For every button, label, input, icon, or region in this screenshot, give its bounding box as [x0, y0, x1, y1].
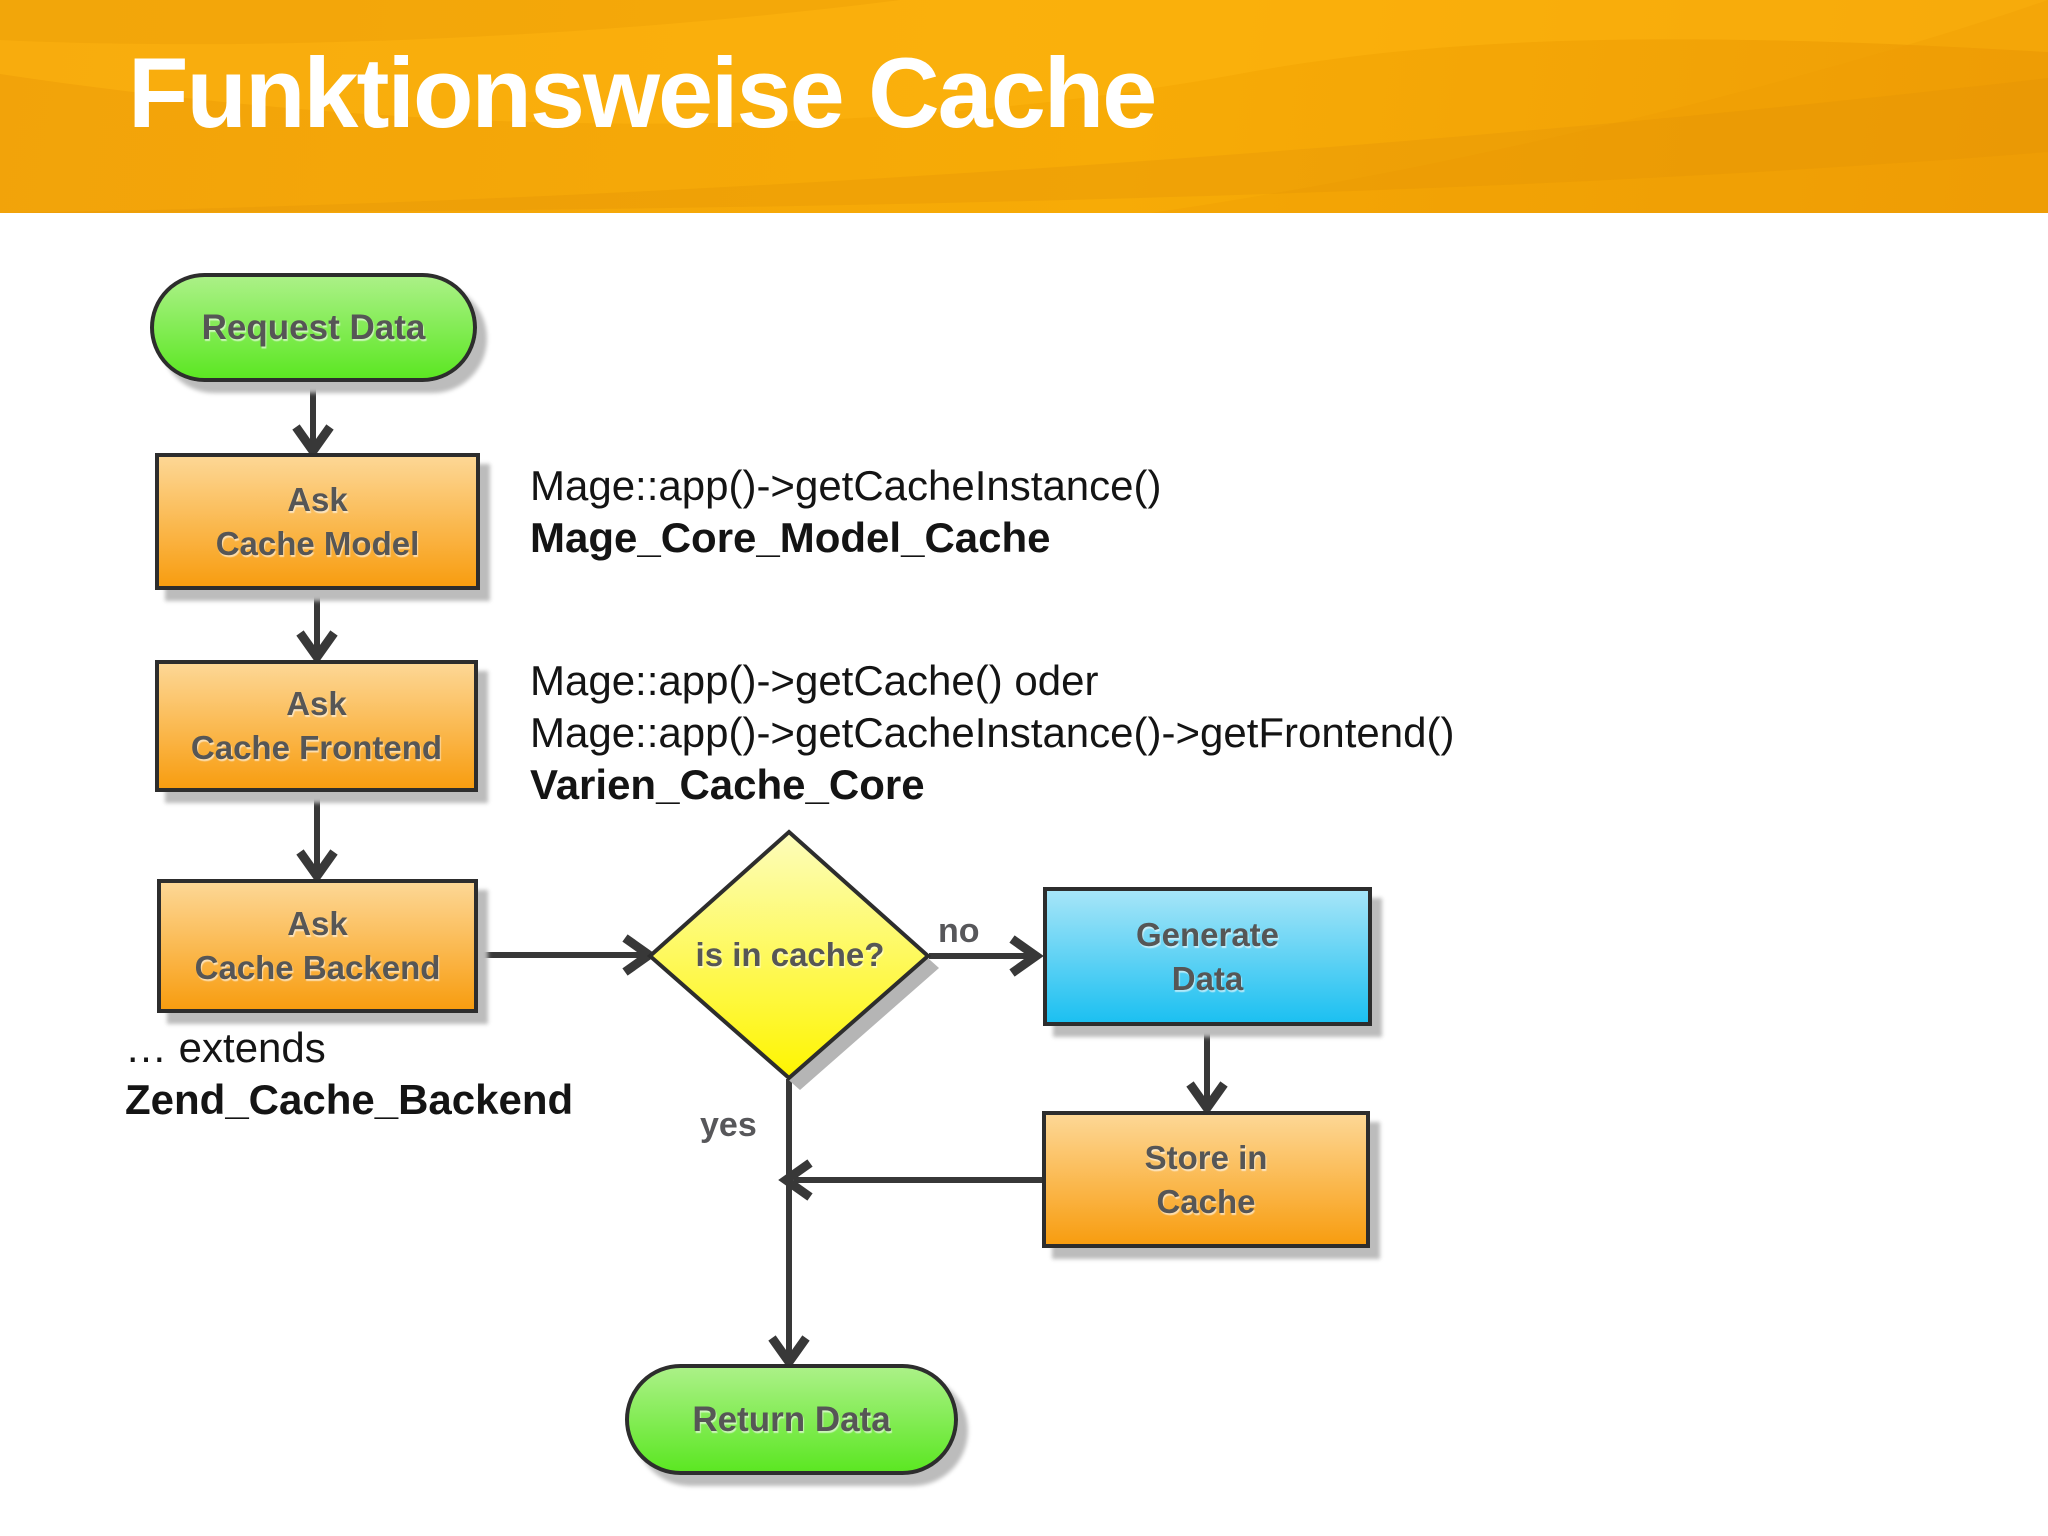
annotation-line-classname: Zend_Cache_Backend [125, 1076, 574, 1123]
node-label-line2: Cache [1156, 1182, 1256, 1220]
node-label-line1: Ask [287, 480, 348, 518]
node-label-line2: Data [1171, 959, 1244, 997]
annotation-line: Mage::app()->getCacheInstance() [530, 462, 1162, 509]
annotation-line-classname: Mage_Core_Model_Cache [530, 514, 1051, 561]
node-label-line1: Ask [286, 685, 347, 722]
annotation-line: Mage::app()->getCache() oder [530, 657, 1099, 704]
annotation-cache-backend: … extends Zend_Cache_Backend [125, 1022, 573, 1126]
node-label: Request Data [201, 307, 426, 347]
node-label-line1: Generate [1135, 915, 1280, 953]
slide-title: Funktionsweise Cache [128, 37, 1157, 148]
node-label: is in cache? [695, 936, 885, 973]
node-store-in-cache: Store in Cache [1042, 1111, 1370, 1248]
annotation-line: … extends [125, 1024, 326, 1071]
annotation-cache-model: Mage::app()->getCacheInstance() Mage_Cor… [530, 460, 1162, 564]
node-generate-data: Generate Data [1043, 887, 1372, 1026]
node-request-data: Request Data [150, 273, 477, 382]
edge-label-no: no [938, 912, 980, 950]
decision-diamond [646, 829, 939, 1090]
annotation-cache-frontend: Mage::app()->getCache() oder Mage::app()… [530, 655, 1454, 811]
node-label-line1: Store in [1144, 1138, 1268, 1176]
header-swoosh-decoration [0, 0, 2048, 213]
node-is-in-cache-label: is in cache? [650, 830, 930, 1080]
edge-label-yes: yes [700, 1106, 757, 1144]
node-label-line1: Ask [287, 905, 348, 942]
node-label-line2: Cache Backend [194, 949, 441, 986]
node-label-line2: Cache Model [215, 524, 420, 562]
node-ask-cache-frontend: Ask Cache Frontend [155, 660, 478, 792]
node-ask-cache-backend: Ask Cache Backend [157, 879, 478, 1013]
annotation-line-classname: Varien_Cache_Core [530, 761, 925, 808]
node-return-data: Return Data [625, 1364, 958, 1475]
node-ask-cache-model: Ask Cache Model [155, 453, 480, 590]
slide-header: Funktionsweise Cache [0, 0, 2048, 213]
annotation-line: Mage::app()->getCacheInstance()->getFron… [530, 709, 1455, 756]
node-label-line2: Cache Frontend [190, 729, 443, 766]
node-label: Return Data [692, 1399, 891, 1439]
